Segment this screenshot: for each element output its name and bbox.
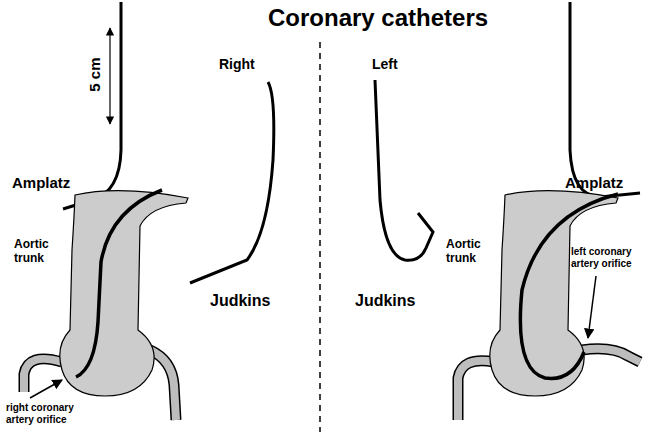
aorta-illustration [24, 190, 188, 420]
part-label: Aortic trunk [446, 238, 496, 266]
amplatz-catheter [570, 2, 640, 197]
side-label: Left [372, 56, 398, 72]
part-label: right coronary artery orifice [6, 402, 98, 425]
dimension-label: 5 cm [86, 58, 103, 92]
aorta-illustration [458, 191, 640, 420]
amplatz-catheter [63, 2, 121, 209]
dimension-arrow [109, 28, 110, 124]
judkins-right-catheter [190, 82, 274, 283]
catheter-name: Judkins [210, 292, 270, 310]
part-label: Aortic trunk [14, 238, 64, 266]
part-label: left coronary artery orifice [571, 246, 645, 269]
catheter-name: Amplatz [12, 174, 70, 191]
catheter-name: Amplatz [565, 174, 623, 191]
divider-line [319, 42, 321, 432]
side-label: Right [219, 56, 255, 72]
judkins-left-catheter [375, 80, 433, 260]
catheter-name: Judkins [355, 292, 415, 310]
title: Coronary catheters [268, 4, 488, 32]
